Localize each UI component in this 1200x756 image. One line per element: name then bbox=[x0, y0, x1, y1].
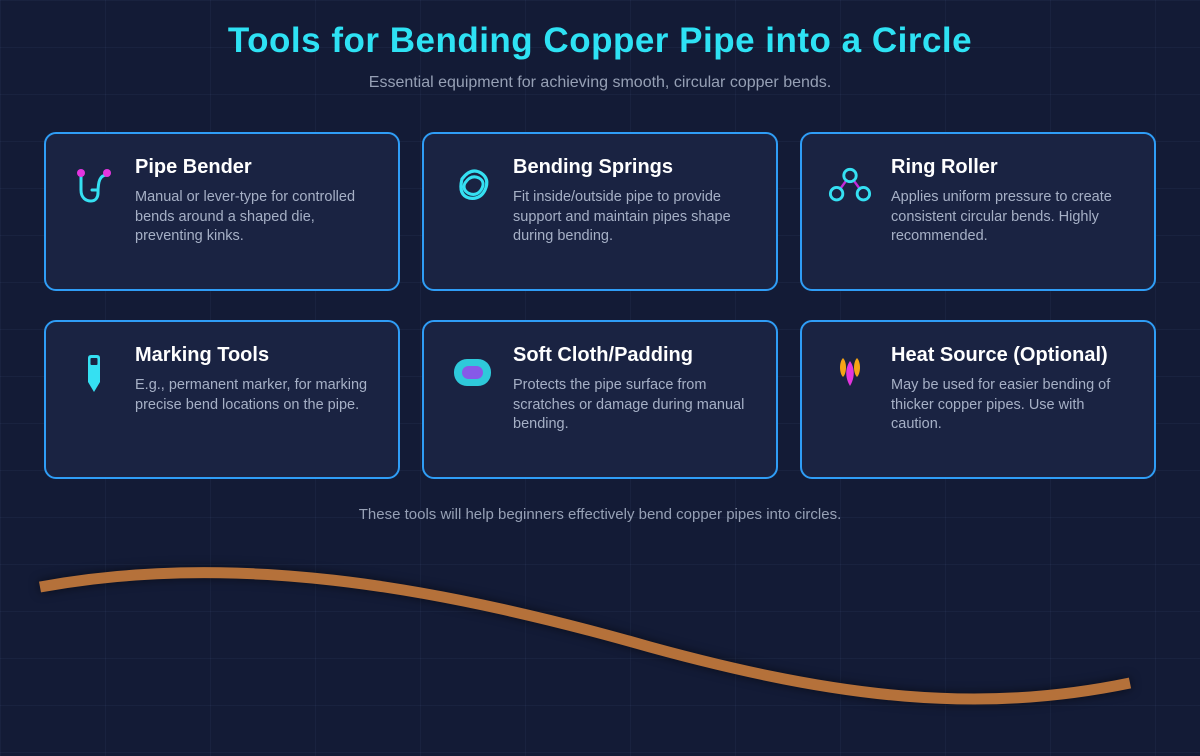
soft-cloth-icon bbox=[450, 350, 494, 406]
card-title: Soft Cloth/Padding bbox=[513, 344, 693, 366]
page-subtitle: Essential equipment for achieving smooth… bbox=[368, 74, 832, 91]
page-title: Tools for Bending Copper Pipe into a Cir… bbox=[227, 21, 973, 60]
card-title: Pipe Bender bbox=[135, 156, 252, 178]
tool-card-marking-tools: Marking Tools E.g., permanent marker, fo… bbox=[44, 320, 400, 479]
header: Tools for Bending Copper Pipe into a Cir… bbox=[0, 0, 1200, 92]
card-description: E.g., permanent marker, for marking prec… bbox=[135, 377, 368, 413]
tool-card-bending-springs: Bending Springs Fit inside/outside pipe … bbox=[422, 132, 778, 291]
card-body: Bending Springs Fit inside/outside pipe … bbox=[513, 156, 754, 247]
bending-springs-icon bbox=[450, 162, 494, 218]
heat-source-icon bbox=[828, 350, 872, 406]
card-body: Marking Tools E.g., permanent marker, fo… bbox=[135, 344, 376, 415]
tool-cards-grid: Pipe Bender Manual or lever-type for con… bbox=[44, 132, 1156, 479]
tool-card-heat-source: Heat Source (Optional) May be used for e… bbox=[800, 320, 1156, 479]
card-description: Fit inside/outside pipe to provide suppo… bbox=[513, 189, 731, 244]
card-title: Marking Tools bbox=[135, 344, 270, 366]
card-description: Applies uniform pressure to create consi… bbox=[891, 189, 1112, 244]
card-description: Manual or lever-type for controlled bend… bbox=[135, 189, 356, 244]
card-body: Ring Roller Applies uniform pressure to … bbox=[891, 156, 1132, 247]
card-description: May be used for easier bending of thicke… bbox=[891, 377, 1111, 432]
tool-card-pipe-bender: Pipe Bender Manual or lever-type for con… bbox=[44, 132, 400, 291]
tool-card-soft-cloth: Soft Cloth/Padding Protects the pipe sur… bbox=[422, 320, 778, 479]
card-title: Bending Springs bbox=[513, 156, 673, 178]
card-body: Heat Source (Optional) May be used for e… bbox=[891, 344, 1132, 435]
card-title: Heat Source (Optional) bbox=[891, 344, 1108, 366]
card-description: Protects the pipe surface from scratches… bbox=[513, 377, 745, 432]
tool-card-ring-roller: Ring Roller Applies uniform pressure to … bbox=[800, 132, 1156, 291]
card-title: Ring Roller bbox=[891, 156, 998, 178]
card-body: Soft Cloth/Padding Protects the pipe sur… bbox=[513, 344, 754, 435]
marking-tools-icon bbox=[72, 350, 116, 406]
pipe-bender-icon bbox=[72, 162, 116, 218]
ring-roller-icon bbox=[828, 162, 872, 218]
footer-note: These tools will help beginners effectiv… bbox=[358, 506, 842, 523]
card-body: Pipe Bender Manual or lever-type for con… bbox=[135, 156, 376, 247]
